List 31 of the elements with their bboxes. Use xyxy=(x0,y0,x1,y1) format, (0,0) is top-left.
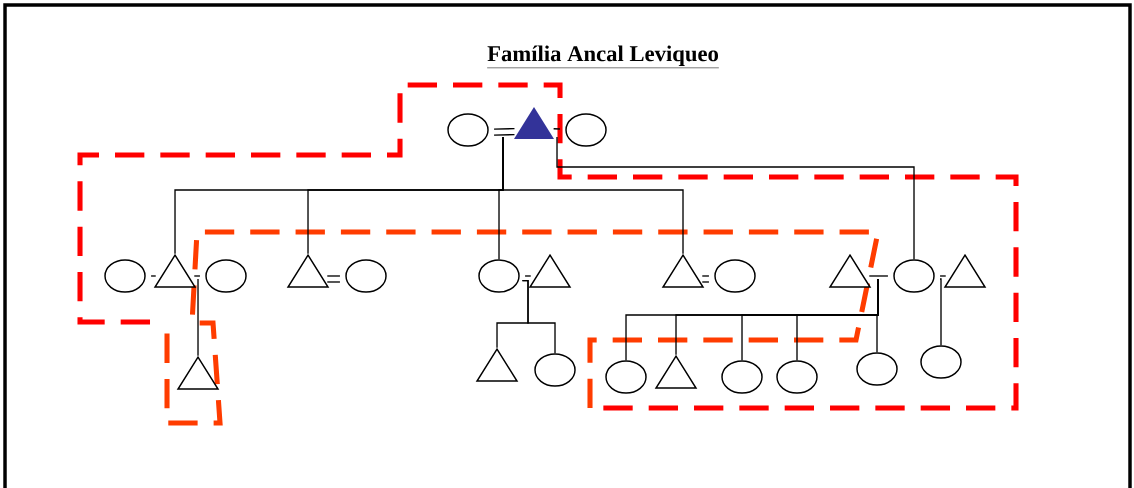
marriage-line xyxy=(701,275,710,277)
ellipse-symbol xyxy=(856,352,898,386)
ellipse-symbol xyxy=(565,113,607,147)
ellipse-symbol xyxy=(893,259,935,293)
descent-line xyxy=(876,278,879,353)
triangle-symbol xyxy=(514,107,554,140)
marriage-line xyxy=(524,275,532,277)
ellipse-symbol xyxy=(721,360,763,394)
marriage-line xyxy=(493,127,516,130)
ellipse-symbol xyxy=(714,259,756,293)
ellipse-symbol xyxy=(345,259,387,293)
descent-line xyxy=(939,278,942,346)
ellipse-symbol xyxy=(920,345,962,379)
ellipse-symbol xyxy=(478,259,520,293)
descent-line xyxy=(556,136,915,260)
title: Família Ancal Leviqueo xyxy=(486,45,720,69)
marriage-line xyxy=(552,128,561,130)
marriage-line xyxy=(939,275,947,277)
ellipse-symbol xyxy=(447,113,489,147)
marriage-line xyxy=(868,275,889,277)
ellipse-symbol xyxy=(104,259,146,293)
ellipse-symbol xyxy=(205,259,247,293)
ellipse-symbol xyxy=(534,353,576,387)
marriage-line xyxy=(150,275,157,277)
descent-line xyxy=(197,278,199,357)
descent-line xyxy=(521,280,556,354)
descent-line xyxy=(502,136,684,255)
marriage-line xyxy=(326,275,341,277)
marriage-line xyxy=(193,275,201,277)
ellipse-symbol xyxy=(776,360,818,394)
ellipse-symbol xyxy=(605,360,647,394)
